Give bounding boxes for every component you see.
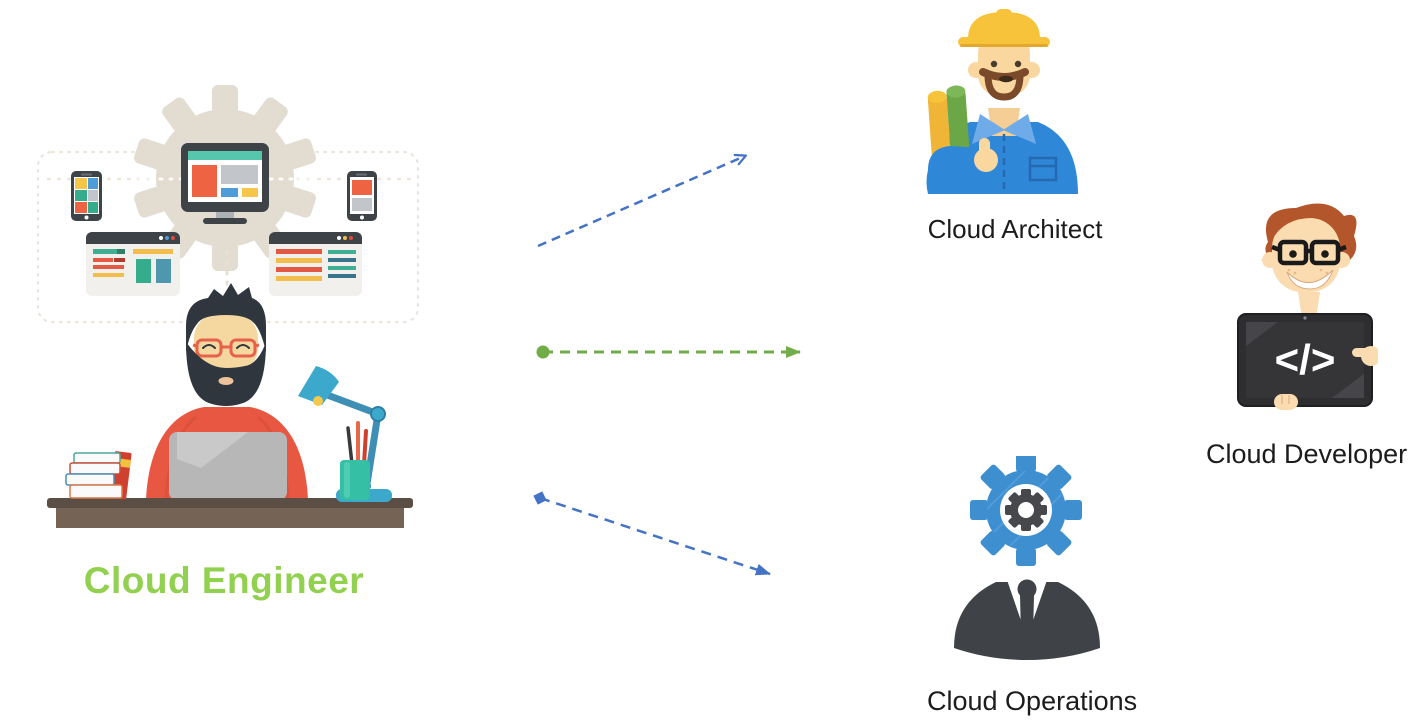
suit-silhouette-icon xyxy=(954,579,1100,660)
arrow-engineer-to-operations xyxy=(533,491,771,576)
developer-hands xyxy=(1274,346,1378,410)
cloud-engineer-illustration xyxy=(37,85,419,528)
browser-window-left-icon xyxy=(86,232,180,296)
engineer-hair xyxy=(186,283,266,352)
cloud-architect-label: Cloud Architect xyxy=(927,214,1103,244)
hard-hat-icon xyxy=(958,9,1050,47)
arrow-engineer-to-architect xyxy=(537,153,748,248)
browser-window-right-icon xyxy=(269,232,362,296)
engineer-beard xyxy=(186,342,266,406)
architect-face xyxy=(968,32,1040,101)
architect-arm xyxy=(926,138,998,194)
cloud-engineer-label: Cloud Engineer xyxy=(83,560,365,601)
cloud-developer-icon: </> xyxy=(1237,203,1378,410)
tie xyxy=(1017,579,1037,642)
monitor-icon xyxy=(181,143,269,224)
blueprints-icon xyxy=(927,85,970,163)
developer-face xyxy=(1262,203,1357,318)
cloud-operations-icon xyxy=(954,456,1100,660)
engineer-glasses-icon xyxy=(192,338,260,358)
cloud-operations-label: Cloud Operations xyxy=(927,686,1138,716)
pencil-holder-icon xyxy=(340,421,370,500)
cloud-architect-icon xyxy=(926,9,1078,194)
tablet-icon: </> xyxy=(1237,313,1373,407)
laptop-icon xyxy=(169,432,287,500)
book-stack xyxy=(65,451,132,500)
developer-glasses-icon xyxy=(1271,239,1347,266)
engineer-avatar xyxy=(146,283,308,501)
code-glyph: </> xyxy=(1275,336,1336,383)
desk xyxy=(47,498,413,528)
cloud-developer-label: Cloud Developer xyxy=(1206,439,1408,469)
ops-gear-icon xyxy=(970,456,1082,566)
smartphone-right-icon xyxy=(347,171,377,221)
smartphone-left-icon xyxy=(71,171,102,221)
